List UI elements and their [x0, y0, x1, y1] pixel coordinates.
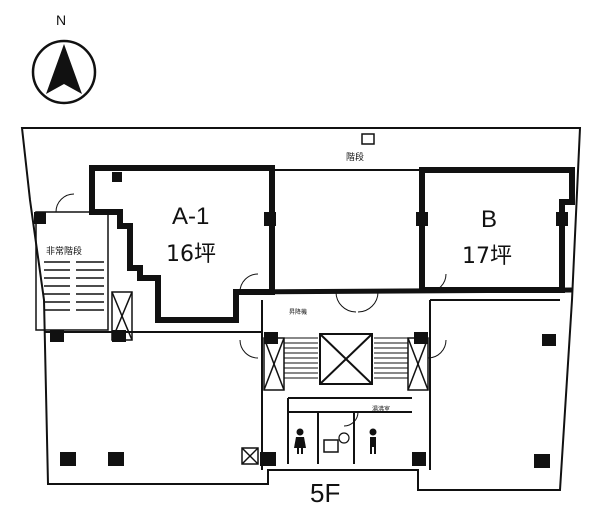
stairs-label: 階段 [346, 153, 365, 163]
emergency-stairs-label: 非常階段 [46, 247, 83, 257]
small-sign-label: 湯沸室 [372, 406, 391, 413]
emergency-stairs [35, 211, 109, 331]
lower-rooms [44, 299, 560, 333]
compass-north-label: N [56, 12, 67, 28]
corridor-wall [235, 287, 573, 295]
unit-a1-name: A-1 [172, 203, 210, 230]
elevator-hall-label: 昇降機 [289, 309, 308, 316]
floor-label: 5F [310, 478, 341, 508]
columns [34, 133, 568, 468]
unit-a1-size: 16坪 [166, 242, 216, 267]
doors [55, 193, 447, 427]
unit-b-size: 17坪 [462, 244, 512, 269]
north-arrow-icon [31, 39, 97, 105]
core-walls [261, 169, 431, 470]
building-outline [20, 127, 582, 491]
restroom-icons [294, 428, 377, 454]
unit-b-name: B [481, 206, 498, 233]
core-stairs [284, 337, 408, 379]
